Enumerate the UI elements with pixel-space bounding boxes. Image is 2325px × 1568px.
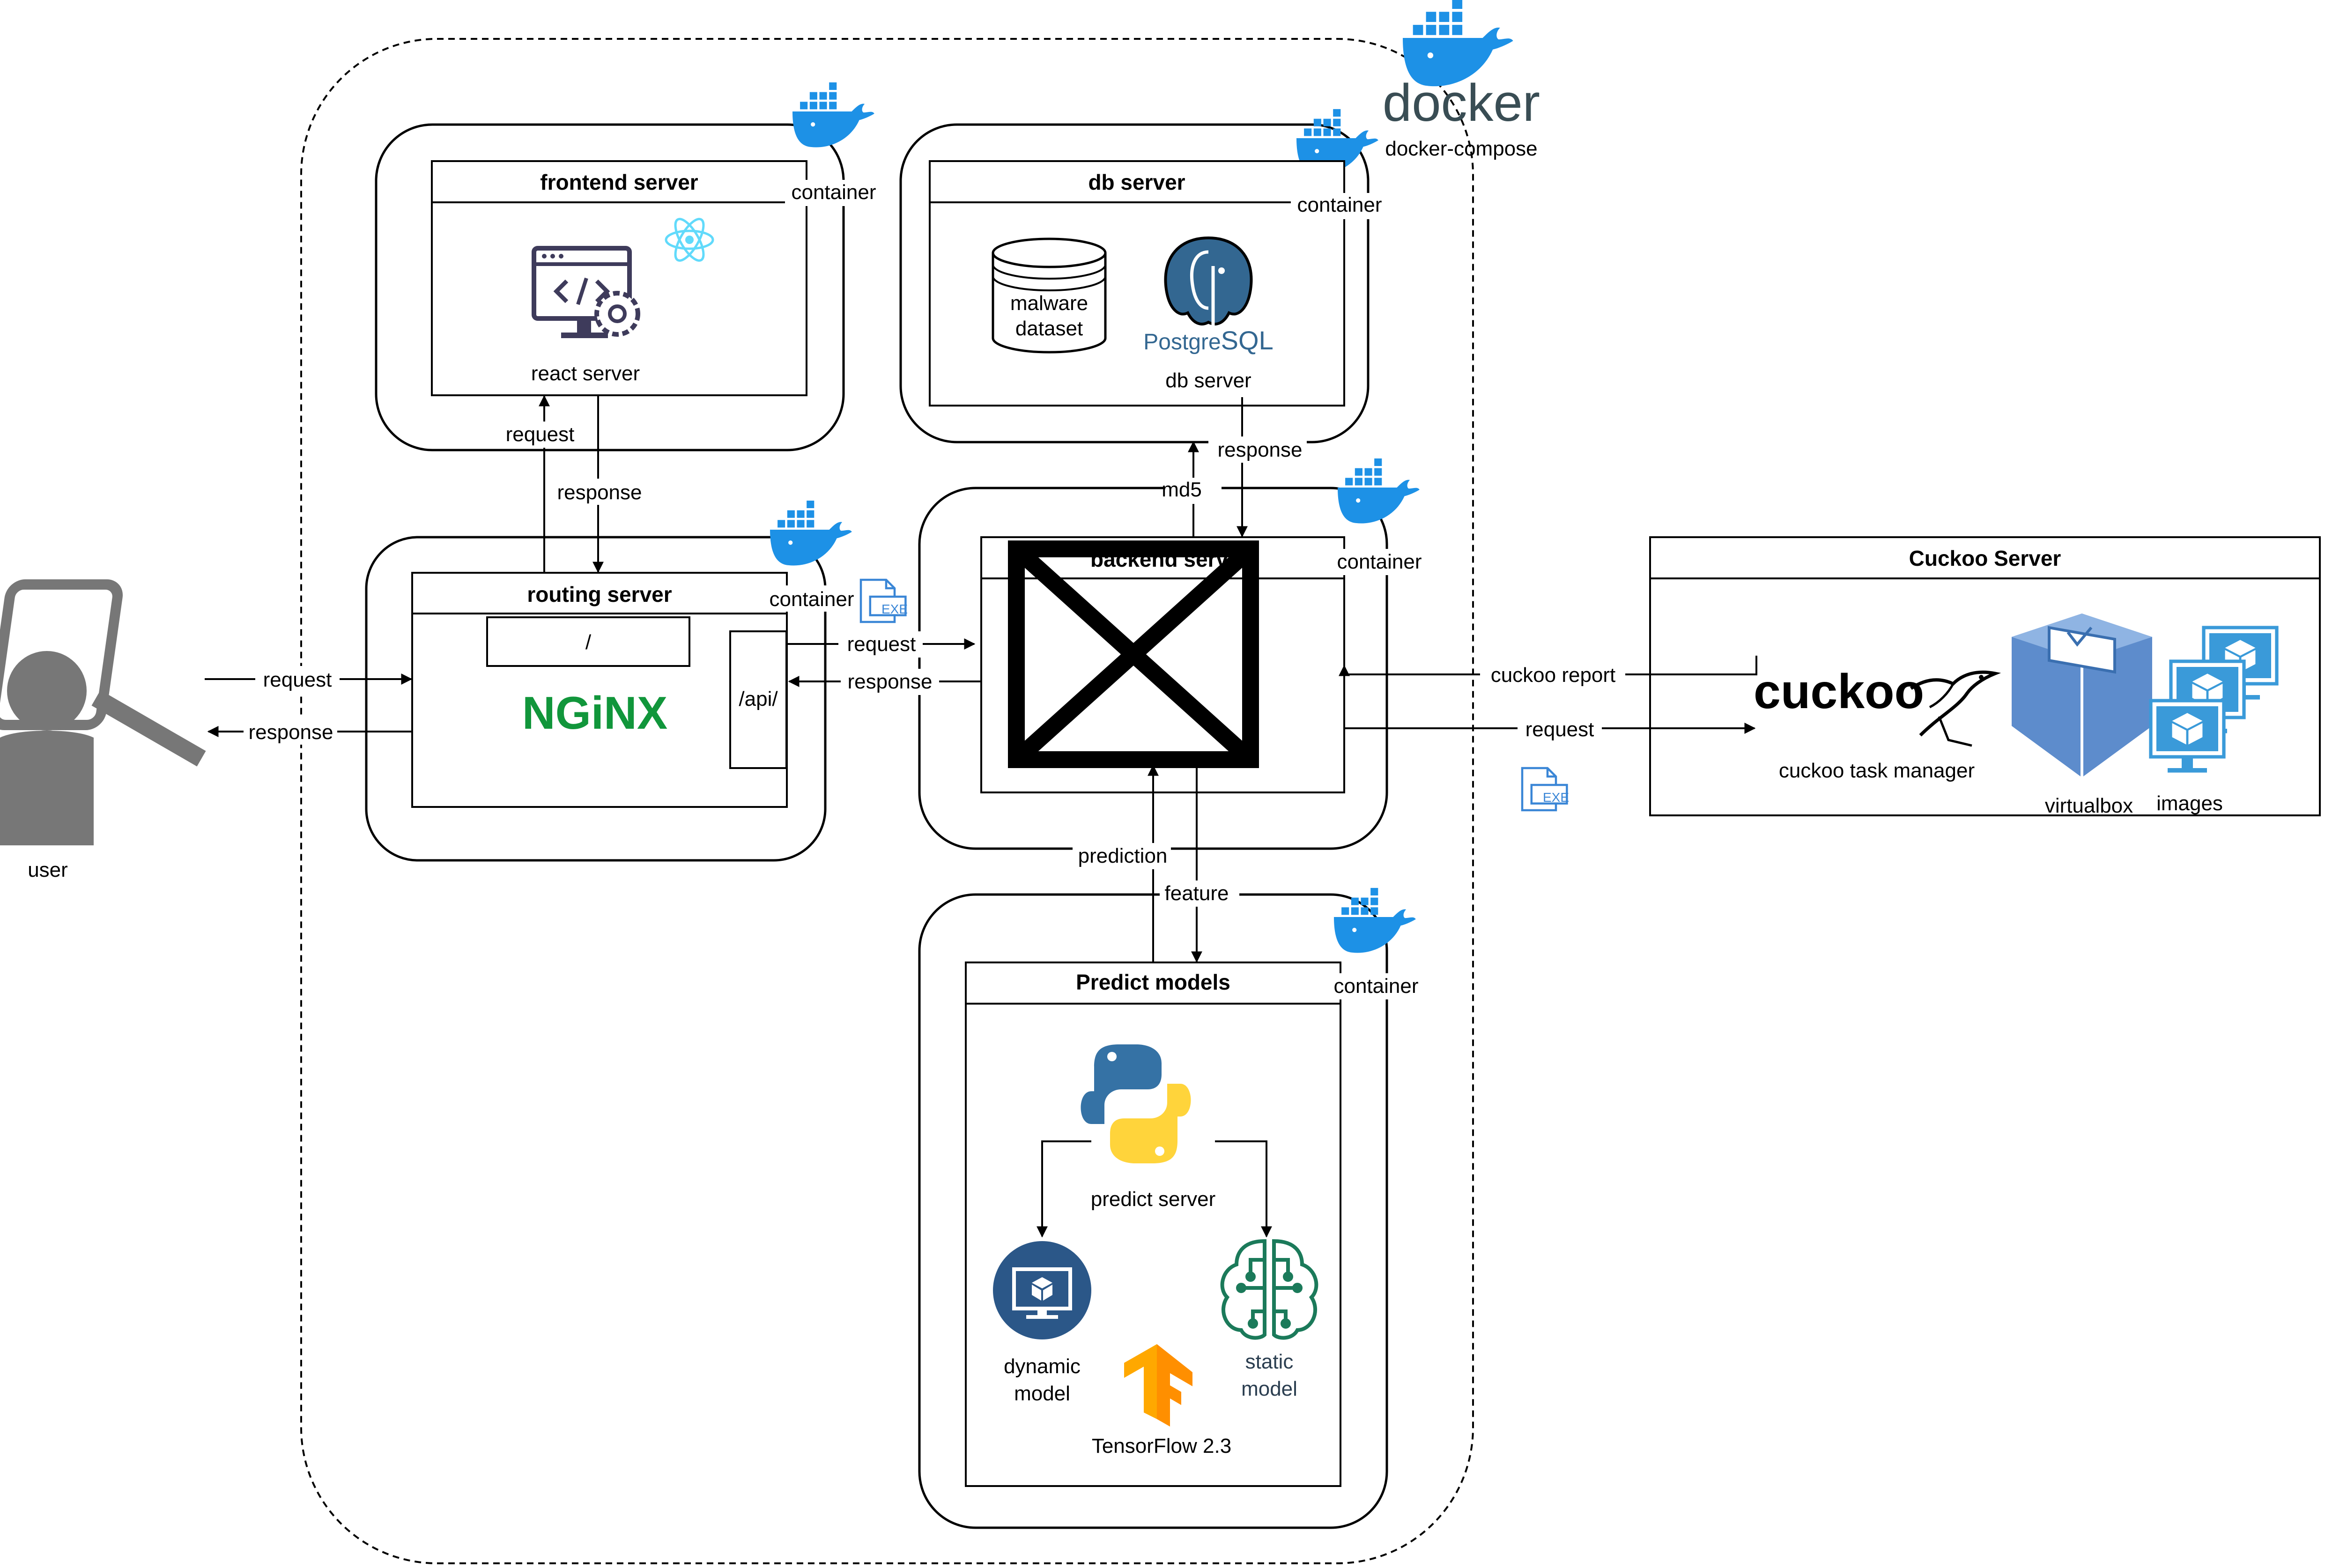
cuckoo-logo: cuckoo	[1754, 665, 1924, 719]
api-path-box	[729, 630, 787, 769]
container-label: container	[1333, 975, 1418, 998]
dataset-label-line2: dataset	[1015, 317, 1083, 340]
cuckoo-bird-icon	[1910, 670, 2001, 747]
edge-label-cuckoo-request: request	[1525, 718, 1594, 741]
static-model-icon	[1220, 1239, 1318, 1340]
tensorflow-label: TensorFlow 2.3	[1092, 1435, 1231, 1457]
edge-label-fe-request: request	[506, 423, 575, 446]
docker-whale-icon	[792, 82, 874, 148]
broken-image-placeholder	[1008, 540, 1259, 768]
frontend-server-title: frontend server	[540, 170, 698, 194]
edge-label-user-response: response	[248, 721, 333, 744]
routing-server-title: routing server	[527, 582, 672, 606]
docker-whale-icon	[1338, 458, 1420, 524]
container-label: container	[1337, 550, 1422, 573]
predict-server-caption: predict server	[1091, 1188, 1216, 1211]
docker-whale-icon	[770, 500, 852, 566]
container-label: container	[1297, 193, 1382, 216]
edge-label-md5: md5	[1162, 478, 1202, 501]
docker-compose-label: docker-compose	[1385, 137, 1537, 160]
react-icon	[665, 218, 714, 262]
dynamic-model-label-line1: dynamic	[1004, 1355, 1081, 1378]
static-model-label-line2: model	[1241, 1377, 1297, 1400]
edge-label-fe-response: response	[557, 481, 642, 504]
cuckoo-server-title: Cuckoo Server	[1909, 546, 2061, 570]
root-path-label: /	[585, 631, 592, 654]
dynamic-model-label-line2: model	[1014, 1382, 1070, 1405]
api-path-label: /api/	[739, 688, 778, 710]
edge-label-api-request: request	[847, 633, 916, 656]
code-monitor-icon	[532, 246, 640, 338]
routing-server-box	[411, 572, 788, 808]
db-server-caption: db server	[1165, 369, 1251, 392]
virtualbox-icon	[2012, 614, 2152, 777]
python-icon	[1081, 1044, 1191, 1163]
edge-label-prediction: prediction	[1078, 844, 1168, 867]
postgresql-icon	[1164, 236, 1253, 327]
dynamic-model-icon	[993, 1241, 1091, 1339]
edge-label-feature: feature	[1165, 882, 1229, 905]
cuckoo-task-manager-caption: cuckoo task manager	[1779, 759, 1975, 782]
nginx-logo: NGiNX	[522, 687, 667, 739]
react-server-caption: react server	[531, 362, 640, 385]
edge-label-db-response: response	[1217, 438, 1302, 461]
edge-python-to-static	[1215, 1140, 1272, 1238]
predict-models-title: Predict models	[1076, 970, 1230, 994]
db-server-title: db server	[1088, 170, 1185, 194]
virtualbox-caption: virtualbox	[2045, 794, 2133, 817]
edge-label-cuckoo-report: cuckoo report	[1491, 664, 1616, 687]
dataset-label-line1: malware	[1010, 292, 1088, 315]
images-caption: images	[2156, 792, 2223, 815]
container-label: container	[791, 181, 876, 204]
static-model-label-line1: static	[1245, 1350, 1294, 1373]
user-label: user	[28, 858, 68, 881]
docker-compose-logo: docker docker-compose	[1383, 0, 1540, 160]
edge-label-api-response: response	[847, 670, 932, 693]
container-label: container	[769, 588, 854, 611]
docker-compose-boundary	[300, 38, 1474, 1564]
user-icon	[0, 579, 206, 845]
postgresql-wordmark: PostgreSQL	[1143, 325, 1273, 355]
root-path-box	[486, 616, 690, 667]
edge-label-user-request: request	[263, 668, 332, 691]
edge-python-to-dynamic	[1037, 1140, 1091, 1238]
exe-icon-label: EXE	[1543, 790, 1569, 805]
docker-wordmark: docker	[1383, 74, 1540, 132]
exe-icon-label: EXE	[881, 602, 908, 616]
database-icon	[992, 237, 1107, 354]
tensorflow-icon	[1124, 1344, 1192, 1427]
